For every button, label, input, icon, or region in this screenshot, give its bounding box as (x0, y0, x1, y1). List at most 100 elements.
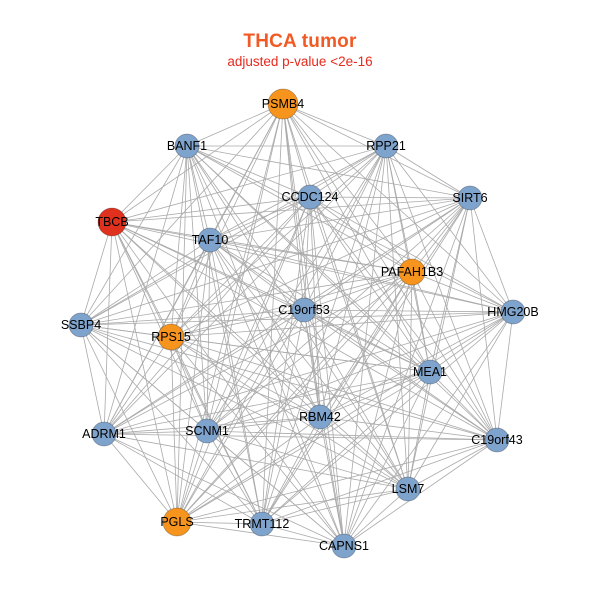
network-edge (303, 197, 471, 311)
network-edge (209, 197, 471, 241)
network-edge (261, 371, 431, 525)
network-edge (186, 145, 208, 432)
node-label-PAFAH1B3: PAFAH1B3 (381, 265, 443, 279)
network-edge (343, 439, 498, 547)
node-label-PGLS: PGLS (160, 515, 193, 529)
network-edge (80, 324, 498, 441)
network-edge (111, 221, 498, 441)
network-edge (103, 433, 498, 441)
network-edge (176, 430, 208, 523)
network-node-CCDC124 (297, 184, 323, 210)
network-edge (282, 103, 311, 198)
network-edge (80, 309, 305, 326)
network-edge (176, 439, 498, 523)
network-edge (319, 371, 431, 418)
network-edge (282, 103, 345, 547)
network-node-HMG20B (500, 299, 526, 325)
network-edge (111, 145, 188, 223)
network-edge (209, 239, 514, 313)
network-edge (103, 239, 211, 435)
node-label-SCNM1: SCNM1 (185, 424, 229, 438)
network-node-LSM7 (395, 476, 421, 502)
network-edge (103, 196, 311, 435)
network-edge (103, 197, 471, 435)
network-edge (170, 145, 188, 338)
network-edge (209, 239, 431, 373)
network-edge (176, 197, 471, 523)
network-edge (170, 336, 321, 418)
network-edge (176, 521, 263, 525)
network-edge (80, 324, 263, 525)
network-edge (319, 416, 409, 490)
node-label-ADRM1: ADRM1 (82, 427, 126, 441)
network-edge (261, 309, 305, 525)
network-edge (186, 145, 471, 199)
node-label-MEA1: MEA1 (413, 365, 447, 379)
network-edge (407, 371, 431, 490)
network-edge (209, 239, 321, 418)
network-edge (103, 433, 263, 525)
network-edge (303, 145, 387, 311)
network-edge (186, 145, 514, 313)
network-node-PSMB4 (267, 88, 299, 120)
node-label-CAPNS1: CAPNS1 (319, 539, 369, 553)
network-edge (103, 311, 514, 435)
network-edge (429, 197, 471, 373)
network-edge (80, 324, 321, 418)
network-edge (111, 221, 409, 490)
network-edge (170, 336, 498, 441)
network-edge (206, 103, 284, 432)
network-edge (176, 488, 409, 523)
network-edge (80, 145, 387, 326)
network-edge (103, 430, 208, 435)
network-edge (103, 145, 387, 435)
network-edge (170, 336, 409, 490)
network-node-TRMT112 (249, 511, 275, 537)
network-edge (319, 271, 413, 418)
network-edge (411, 271, 431, 373)
network-edge (206, 430, 498, 441)
network-edge (407, 439, 498, 490)
network-edge (206, 416, 321, 432)
network-edge (111, 221, 263, 525)
network-edge (170, 309, 305, 338)
network-edge (209, 196, 311, 241)
network-edge (103, 371, 431, 435)
network-node-TAF10 (197, 227, 223, 253)
node-label-SSBP4: SSBP4 (61, 318, 101, 332)
network-node-C19orf43 (484, 427, 510, 453)
network-edge (309, 145, 387, 198)
network-edge (170, 103, 284, 338)
node-label-TBCB: TBCB (95, 215, 128, 229)
network-edge (319, 416, 498, 441)
network-edge (343, 197, 471, 547)
node-label-C19orf53: C19orf53 (278, 303, 329, 317)
network-edge (206, 309, 305, 432)
network-edge (103, 336, 172, 435)
network-edge (496, 311, 514, 441)
network-edge (411, 197, 471, 273)
network-edge (261, 523, 345, 547)
network-edge (80, 197, 471, 326)
network-edge (80, 239, 211, 326)
node-label-HMG20B: HMG20B (487, 305, 538, 319)
node-label-C19orf43: C19orf43 (471, 433, 522, 447)
network-edge (170, 197, 471, 338)
network-edge (176, 311, 514, 523)
network-edge (170, 336, 178, 523)
network-edge (206, 311, 514, 432)
network-edge (111, 221, 431, 373)
node-label-RPS15: RPS15 (151, 330, 191, 344)
network-edge (186, 103, 284, 147)
network-edge (80, 103, 284, 326)
node-label-CCDC124: CCDC124 (282, 190, 339, 204)
network-edge (309, 196, 471, 199)
network-edge (385, 145, 431, 373)
network-edge (319, 197, 471, 418)
network-edge (282, 103, 305, 311)
network-edge (303, 309, 409, 490)
network-edge (111, 221, 413, 273)
network-node-RBM42 (307, 404, 333, 430)
network-edge (111, 221, 321, 418)
